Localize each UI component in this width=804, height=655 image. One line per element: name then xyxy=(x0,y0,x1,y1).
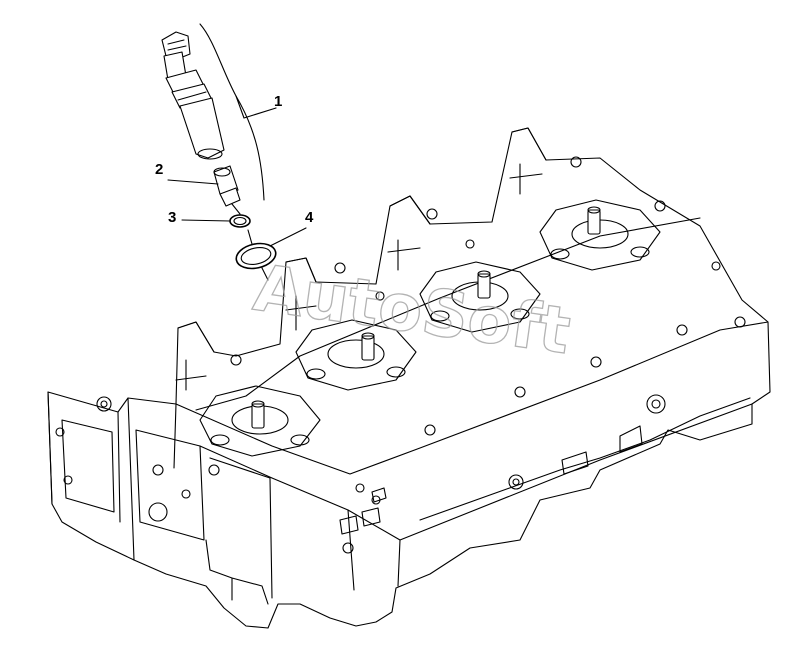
callout-2: 2 xyxy=(155,161,163,178)
seal-ring-small xyxy=(229,214,251,228)
leader-lines xyxy=(167,95,307,247)
callout-3: 3 xyxy=(168,209,176,226)
o-ring-large xyxy=(235,242,277,270)
cylinder-head xyxy=(47,127,771,629)
cylinder-2 xyxy=(295,319,417,391)
cylinder-3 xyxy=(419,261,541,333)
callout-1: 1 xyxy=(274,93,282,110)
injector-holder xyxy=(161,31,225,160)
cylinder-1 xyxy=(199,385,321,457)
injector-nozzle xyxy=(213,165,241,207)
cylinder-4 xyxy=(539,199,661,271)
callout-4: 4 xyxy=(305,209,314,226)
